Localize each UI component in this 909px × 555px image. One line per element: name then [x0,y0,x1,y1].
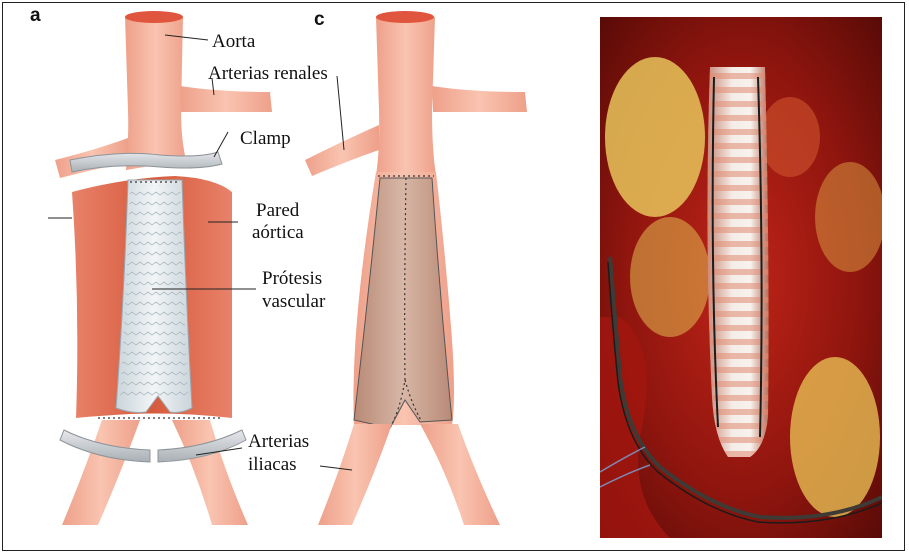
label-prosthesis-1: Prótesis [262,268,322,290]
label-iliac-2: iliacas [248,454,297,476]
label-clamp: Clamp [240,128,291,150]
label-iliac-1: Arterias [248,431,309,453]
label-aorta: Aorta [212,31,255,53]
label-aortic-wall-2: aórtica [252,222,304,244]
surgical-photo-drawing [600,17,882,538]
label-aortic-wall-1: Pared [256,200,299,222]
aorta-c [376,17,436,175]
iliac-right-c [420,424,500,525]
panel-a-drawing [48,11,272,525]
renal-artery-a [180,86,272,112]
label-renal-arteries: Arterias renales [208,63,328,85]
aorta-a [125,17,186,170]
iliac-left-c [318,424,392,525]
label-prosthesis-2: vascular [262,291,325,313]
renal-artery-c [432,86,527,112]
panel-c-drawing [305,11,527,525]
aorta-opening-a [125,11,183,23]
surgical-photo [600,17,882,538]
aorta-opening-c [376,11,434,23]
